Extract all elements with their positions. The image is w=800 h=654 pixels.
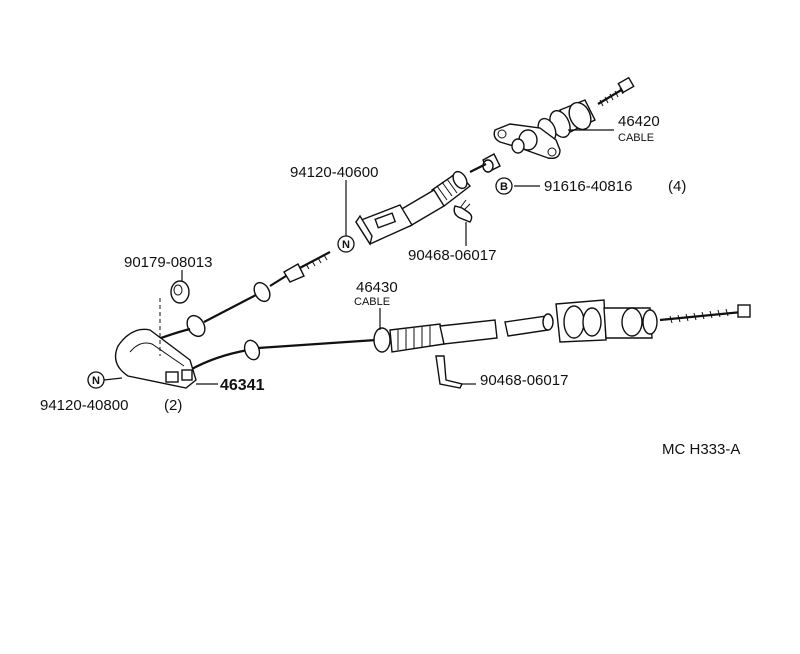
svg-text:N: N <box>342 239 350 251</box>
label-90179-08013: 90179-08013 <box>124 254 212 271</box>
label-94120-40600: 94120-40600 <box>290 164 378 181</box>
label-94120-40800-qty: (2) <box>164 397 182 414</box>
svg-text:N: N <box>92 375 100 387</box>
label-91616-40816: 91616-40816 <box>544 178 632 195</box>
label-90468-06017-lower: 90468-06017 <box>480 372 568 389</box>
reference-code: MC H333-A <box>662 441 740 458</box>
marker-n-94120-40800: N <box>87 371 105 389</box>
label-46430: 46430 <box>356 279 398 296</box>
cable-46430-assembly <box>189 299 751 371</box>
cable-46420-lower-run <box>139 251 331 348</box>
label-90468-06017-upper: 90468-06017 <box>408 247 496 264</box>
marker-n-94120-40600: N <box>337 235 355 253</box>
label-94120-40800: 94120-40800 <box>40 397 128 414</box>
label-91616-qty: (4) <box>668 178 686 195</box>
label-46430-cable: CABLE <box>354 296 390 308</box>
cable-46420-assembly <box>354 76 635 246</box>
marker-b-91616: B <box>495 177 513 195</box>
bushing-90179 <box>159 280 190 356</box>
label-46341: 46341 <box>220 377 265 394</box>
svg-text:B: B <box>500 181 508 193</box>
leader-lines <box>103 129 614 385</box>
label-46420-cable: CABLE <box>618 132 654 144</box>
clip-90468-lower <box>435 355 464 389</box>
clip-90468-upper <box>453 199 473 223</box>
label-46420: 46420 <box>618 113 660 130</box>
bracket-46341 <box>114 328 197 389</box>
